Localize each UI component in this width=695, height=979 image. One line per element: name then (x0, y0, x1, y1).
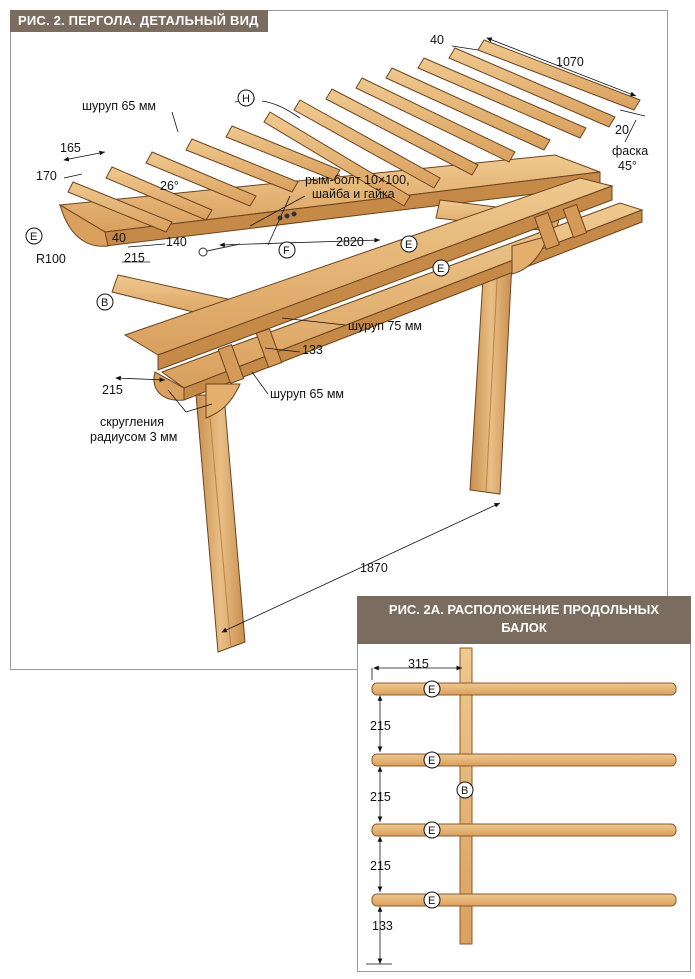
part-label-b: B (96, 293, 114, 311)
inset-dim-315: 315 (408, 657, 429, 671)
callout-chamfer-1: фаска (612, 144, 648, 158)
part-labels-inset: E E B E E (423, 680, 474, 909)
inset-part-label-e-1: E (423, 680, 441, 698)
angle-26: 26° (160, 179, 179, 193)
inset-part-label-e-4: E (423, 891, 441, 909)
inset-beam-e-3 (371, 823, 677, 837)
dim-1870: 1870 (360, 561, 388, 575)
svg-text:E: E (405, 239, 412, 251)
inset-beam-e-2 (371, 753, 677, 767)
figure-inset-frame (357, 596, 691, 972)
dim-140: 140 (166, 235, 187, 249)
part-label-f: F (278, 241, 296, 259)
part-label-e-left: E (25, 227, 43, 245)
callout-eyebolt-1: рым-болт 10×100, (305, 173, 410, 187)
dim-165: 165 (60, 141, 81, 155)
svg-text:E: E (30, 231, 37, 243)
dimension-lines-inset (366, 665, 462, 965)
inset-part-label-b: B (456, 781, 474, 799)
post-back-right (469, 261, 513, 495)
part-label-h: H (237, 89, 255, 107)
dim-40-left: 40 (112, 231, 126, 245)
inset-dim-215-3: 215 (370, 859, 391, 873)
svg-text:E: E (428, 755, 435, 767)
part-label-e-beam1: E (400, 235, 418, 253)
callout-chamfer-2: 45° (618, 159, 637, 173)
dim-20: 20 (615, 123, 629, 137)
inset-dim-215-2: 215 (370, 790, 391, 804)
svg-text:F: F (283, 245, 290, 257)
svg-text:E: E (428, 825, 435, 837)
brace-front-left (205, 383, 241, 419)
dim-215-a: 215 (124, 251, 145, 265)
inset-part-label-e-3: E (423, 821, 441, 839)
callout-screw75: шуруп 75 мм (348, 319, 422, 333)
inset-dim-133: 133 (372, 919, 393, 933)
svg-text:E: E (428, 895, 435, 907)
callout-screw65-top: шуруп 65 мм (82, 99, 156, 113)
svg-text:E: E (437, 263, 444, 275)
inset-beam-e-4 (371, 893, 677, 907)
svg-text:B: B (101, 297, 108, 309)
inset-title-line2: БАЛОК (501, 620, 547, 635)
svg-text:B: B (461, 785, 468, 797)
callout-screw65-bottom: шуруп 65 мм (270, 387, 344, 401)
svg-text:E: E (428, 684, 435, 696)
dim-170: 170 (36, 169, 57, 183)
inset-beam-e-1 (371, 682, 677, 696)
dim-1070: 1070 (556, 55, 584, 69)
pergola-structure (58, 39, 644, 653)
dimension-labels-inset: 315 215 215 215 133 (370, 657, 429, 933)
dim-r100: R100 (36, 252, 66, 266)
inset-part-label-e-2: E (423, 751, 441, 769)
callout-eyebolt-2: шайба и гайка (312, 187, 395, 201)
svg-text:H: H (242, 93, 250, 105)
inset-dim-215-1: 215 (370, 719, 391, 733)
dim-215-b: 215 (102, 383, 123, 397)
dim-133: 133 (302, 343, 323, 357)
part-label-e-beam2: E (432, 259, 450, 277)
inset-drawing (371, 647, 677, 945)
eye-bolt-icon (198, 211, 297, 257)
callout-rounding-1: скругления (100, 415, 164, 429)
figure-main-title: РИС. 2. ПЕРГОЛА. ДЕТАЛЬНЫЙ ВИД (10, 10, 268, 32)
dim-2820: 2820 (336, 235, 364, 249)
callout-rounding-2: радиусом 3 мм (90, 430, 177, 444)
part-labels-main: H E E E F B (25, 89, 450, 311)
dim-40-top: 40 (430, 33, 444, 47)
post-front-left (195, 394, 246, 653)
dimension-labels-main: 40 1070 20 165 170 26° 40 140 R100 215 2… (36, 33, 648, 575)
